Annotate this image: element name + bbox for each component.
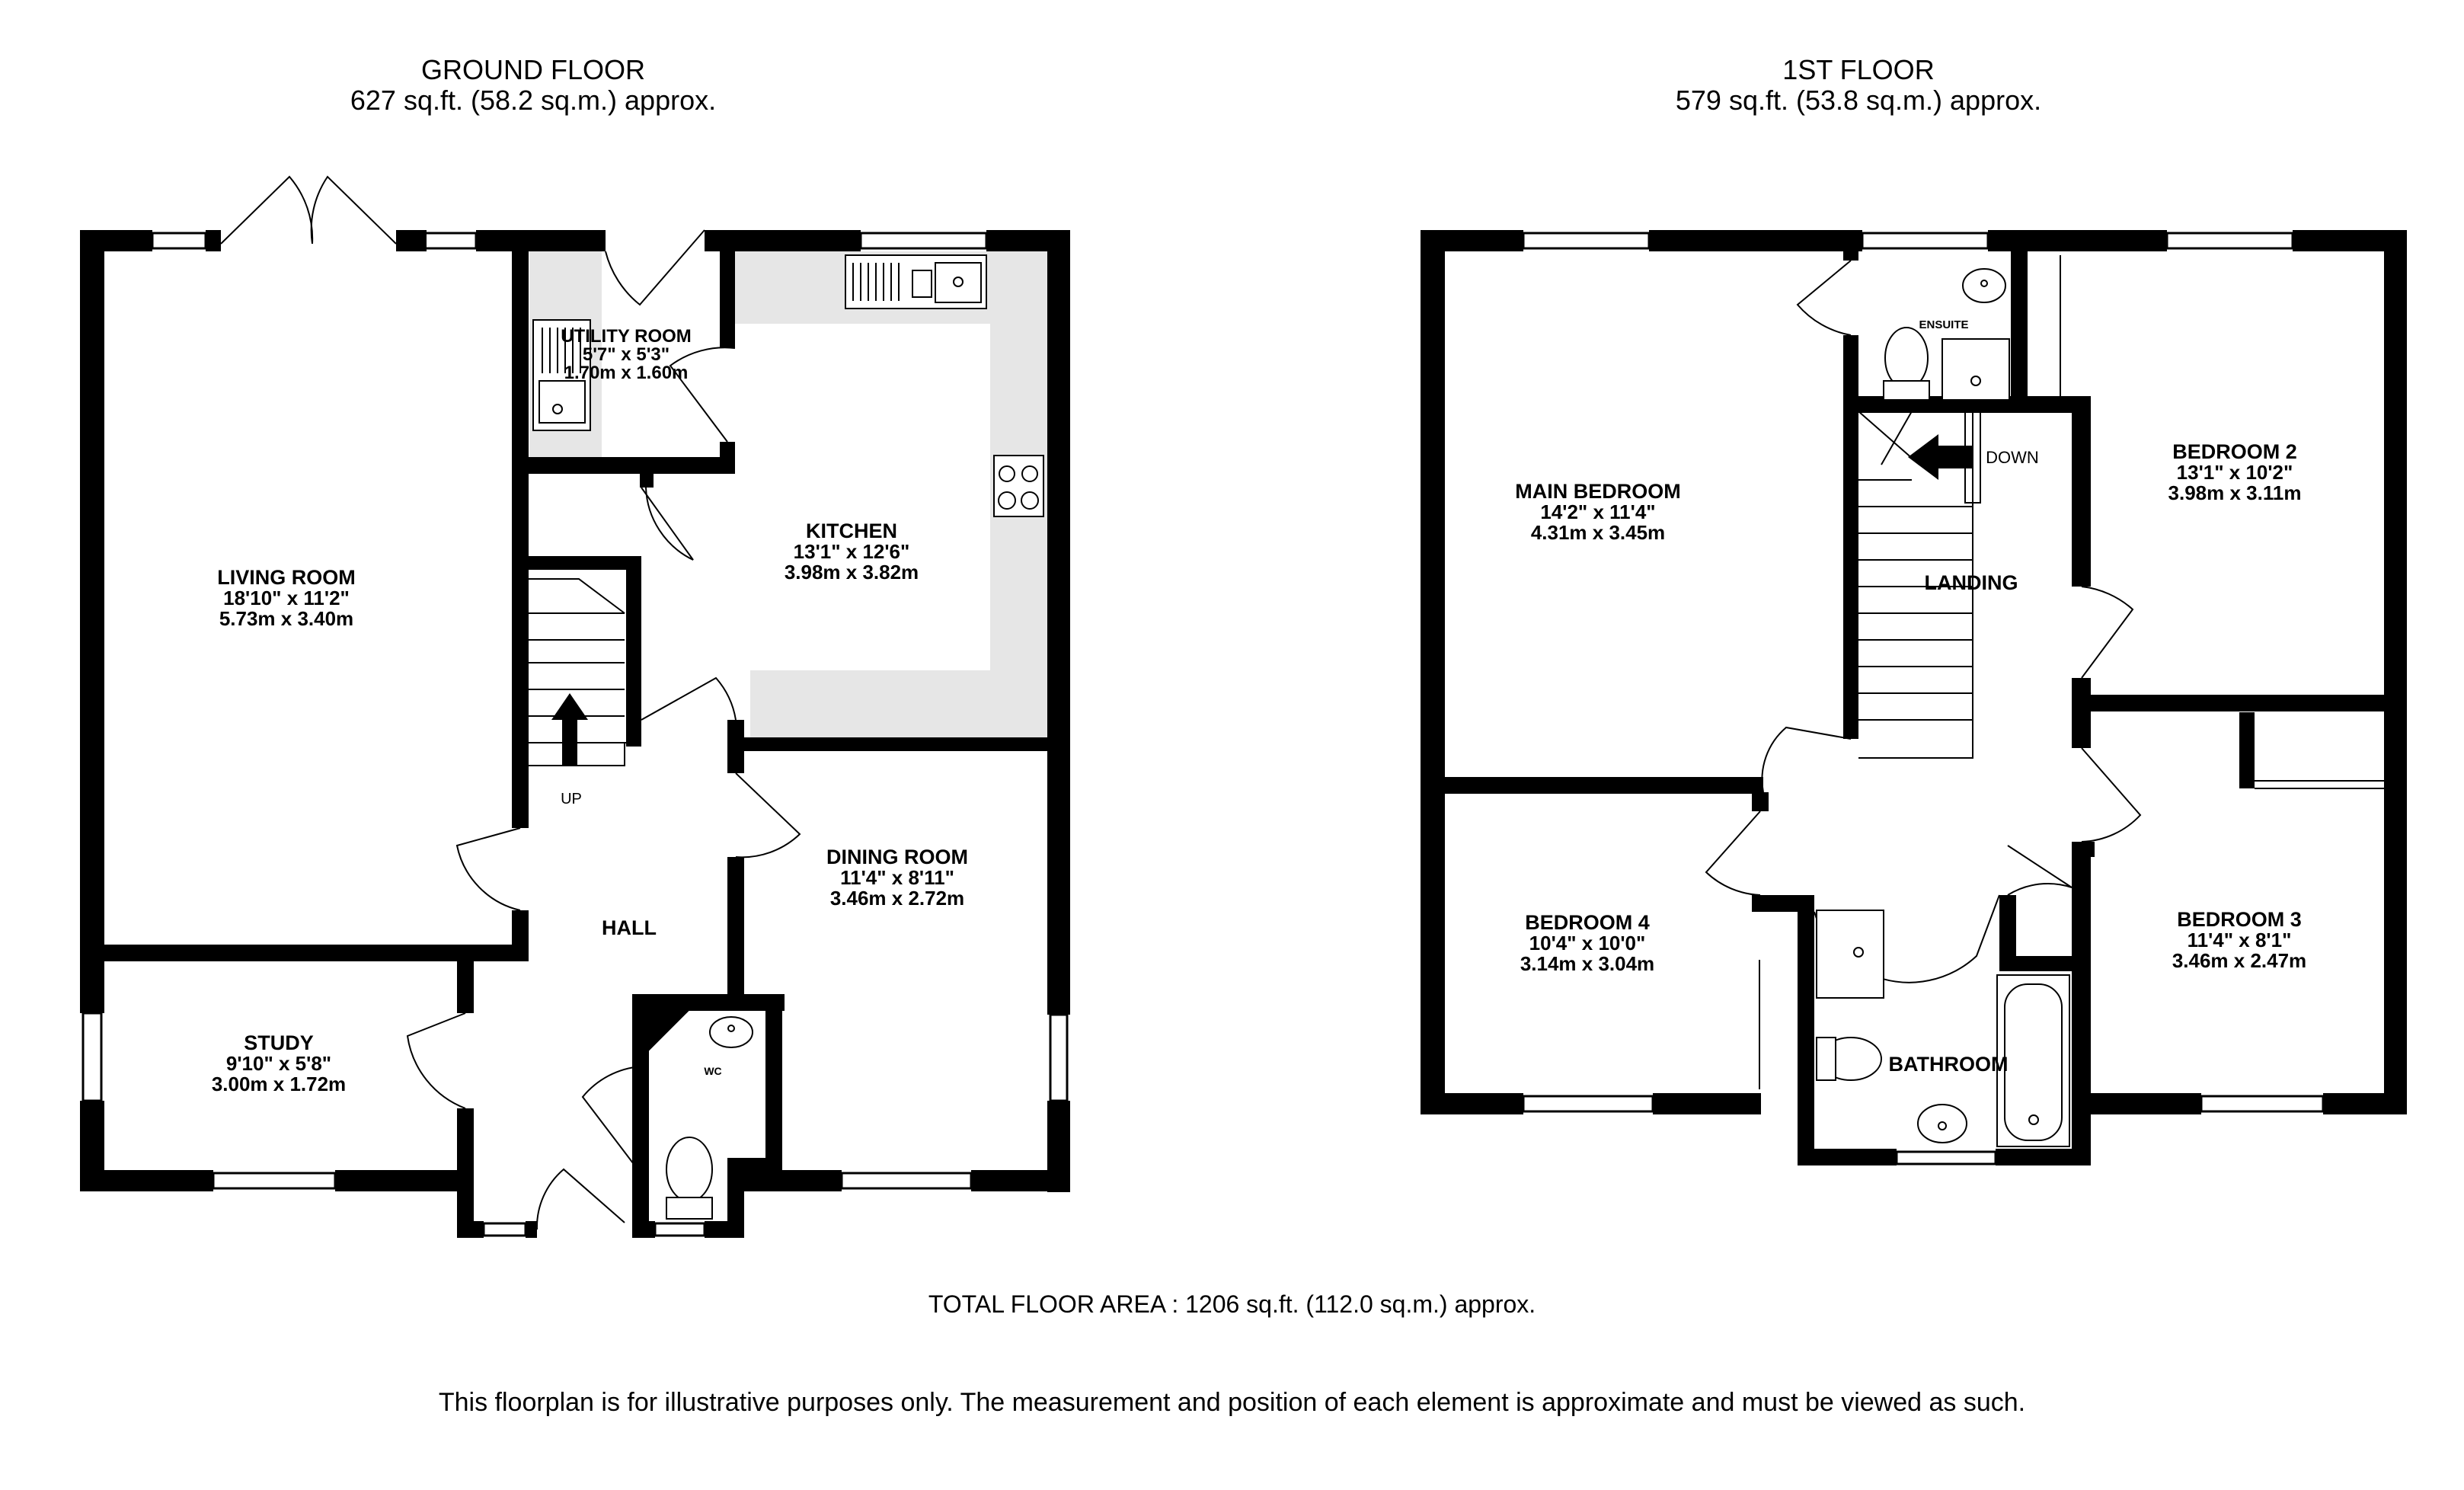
hall-label: HALL — [602, 916, 657, 939]
first-floor-doors — [1705, 255, 2384, 1089]
bathroom-label: BATHROOM — [1888, 1053, 2009, 1076]
total-floor-area: TOTAL FLOOR AREA : 1206 sq.ft. (112.0 sq… — [928, 1290, 1536, 1318]
first-floor-fixtures — [1816, 268, 2070, 1147]
dining-room-label: DINING ROOM 11'4" x 8'11" 3.46m x 2.72m — [826, 846, 968, 910]
ground-floor-area: 627 sq.ft. (58.2 sq.m.) approx. — [350, 85, 717, 116]
kitchen-label: KITCHEN 13'1" x 12'6" 3.98m x 3.82m — [784, 520, 919, 584]
disclaimer: This floorplan is for illustrative purpo… — [438, 1388, 2026, 1417]
ground-floor-walls — [80, 230, 1070, 1238]
ground-floor-fixtures — [532, 254, 1044, 1220]
up-label: UP — [561, 791, 582, 807]
first-floor-area: 579 sq.ft. (53.8 sq.m.) approx. — [1675, 85, 2042, 116]
first-floor-windows — [1522, 232, 2325, 1165]
first-floor-heading: 1ST FLOOR 579 sq.ft. (53.8 sq.m.) approx… — [1630, 55, 2087, 116]
bedroom-2-label: BEDROOM 2 13'1" x 10'2" 3.98m x 3.11m — [2168, 440, 2302, 504]
ground-floor-heading: GROUND FLOOR 627 sq.ft. (58.2 sq.m.) app… — [305, 55, 762, 116]
up-arrow-icon — [551, 693, 588, 766]
down-label: DOWN — [1986, 448, 2039, 467]
ground-floor-doors — [220, 175, 801, 1230]
landing-label: LANDING — [1924, 571, 2018, 594]
ground-floor-title: GROUND FLOOR — [420, 54, 645, 85]
utility-room-label: UTILITY ROOM 5'7" x 5'3" 1.70m x 1.60m — [561, 326, 692, 383]
study-label: STUDY 9'10" x 5'8" 3.00m x 1.72m — [211, 1031, 347, 1095]
bedroom-3-label: BEDROOM 3 11'4" x 8'1" 3.46m x 2.47m — [2172, 908, 2307, 972]
kitchen-worktop-shading — [529, 251, 1047, 737]
ground-floor-windows — [81, 232, 1069, 1237]
first-floor-title: 1ST FLOOR — [1782, 54, 1935, 85]
wc-label: WC — [704, 1065, 722, 1077]
down-arrow-icon — [1908, 434, 1973, 480]
living-room-label: LIVING ROOM 18'10" x 11'2" 5.73m x 3.40m — [217, 566, 356, 630]
bedroom-4-label: BEDROOM 4 10'4" x 10'0" 3.14m x 3.04m — [1520, 911, 1655, 975]
main-bedroom-label: MAIN BEDROOM 14'2" x 11'4" 4.31m x 3.45m — [1515, 480, 1681, 544]
ensuite-label: ENSUITE — [1919, 318, 1969, 331]
